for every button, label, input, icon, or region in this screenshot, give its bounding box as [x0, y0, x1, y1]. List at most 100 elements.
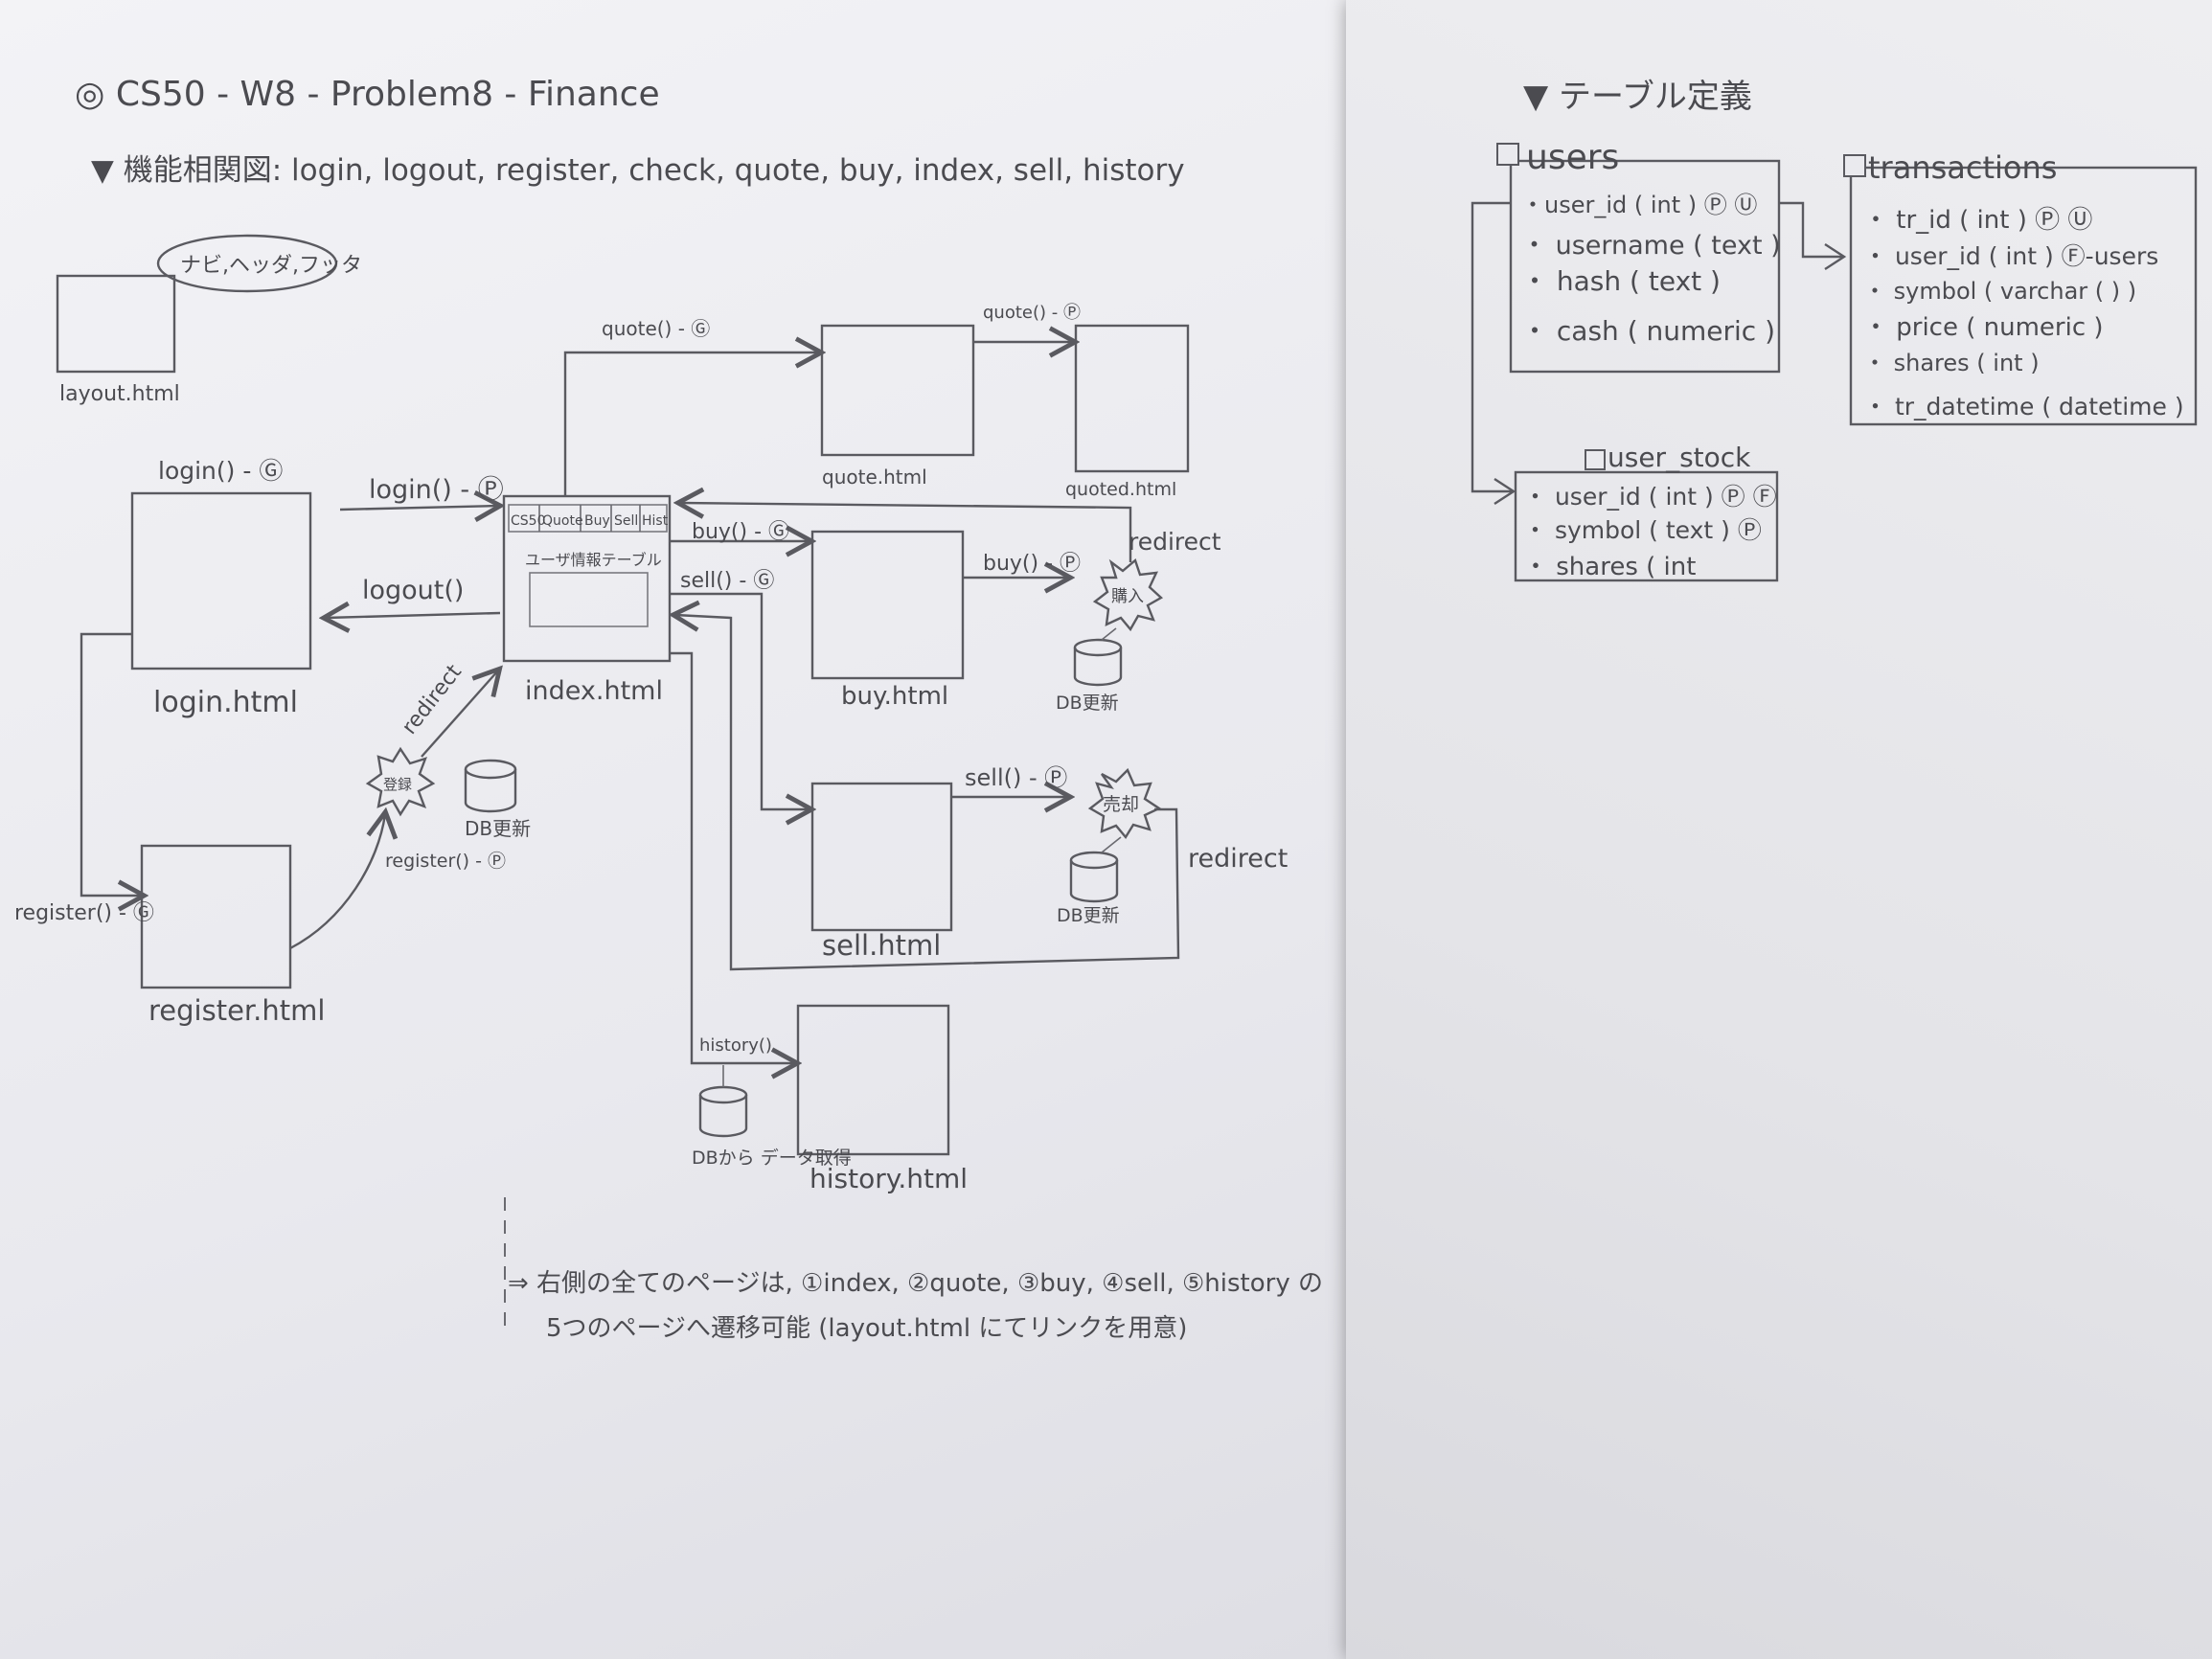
quoted-page-box: [1074, 324, 1190, 473]
sell-page-label: sell.html: [822, 929, 941, 962]
index-table-label: ユーザ情報テーブル: [525, 551, 662, 569]
sell-burst: [1087, 767, 1162, 840]
users-table-box: [1509, 159, 1781, 374]
buy-db-cylinder: [1073, 638, 1123, 687]
db-top: [698, 1085, 748, 1104]
index-page-label: index.html: [525, 676, 663, 706]
route-history: history(): [699, 1035, 772, 1056]
index-page-box: [502, 494, 672, 663]
footnote-line-2: 5つのページへ遷移可能 (layout.html にてリンクを用意): [546, 1314, 1187, 1343]
layout-page-label: layout.html: [59, 382, 180, 406]
logout-arrow: [326, 613, 501, 618]
users-field: ・user_id ( int ) Ⓟ Ⓤ: [1521, 192, 1757, 218]
route-register-get: register() - Ⓖ: [14, 901, 154, 925]
layout-page-box: [56, 274, 176, 374]
history-db-label: DBから データ取得: [692, 1148, 852, 1169]
user-stock-table-box: [1514, 470, 1779, 582]
sell-page-box: [810, 782, 953, 932]
nav-item-history: Hist: [642, 513, 669, 529]
route-sell-post: sell() - Ⓟ: [965, 764, 1067, 791]
quote-page-label: quote.html: [822, 466, 927, 489]
transactions-table-box: [1849, 166, 2198, 426]
nav-item-cs50: CS50: [511, 513, 545, 529]
user-stock-field: ・ user_id ( int ) Ⓟ Ⓕ: [1523, 483, 1777, 511]
index-nav-frame: [508, 504, 668, 533]
register-redirect-arrow: [421, 670, 498, 758]
quote-page-box: [820, 324, 975, 457]
history-page-label: history.html: [810, 1163, 968, 1194]
buy-page-label: buy.html: [841, 682, 948, 711]
users-table-icon: [1496, 143, 1519, 166]
user-stock-table-name: user_stock: [1608, 442, 1751, 473]
sell-db-connector: [1101, 836, 1122, 853]
layout-note-bubble: [156, 234, 338, 293]
route-quote-post: quote() - Ⓟ: [983, 303, 1081, 323]
db-top: [1069, 851, 1119, 870]
sheet-subtitle: ▼ 機能相関図: login, logout, register, check,…: [91, 153, 1185, 188]
login-page-label: login.html: [153, 686, 298, 719]
route-login-post: login() - Ⓟ: [369, 475, 504, 505]
transactions-field: ・ symbol ( varchar ( ) ): [1863, 278, 2136, 305]
user-stock-field: ・ shares ( int: [1523, 553, 1696, 581]
route-logout: logout(): [362, 576, 464, 605]
sell-db-cylinder: [1069, 851, 1119, 903]
register-post-arrow: [289, 814, 385, 950]
transactions-field: ・ shares ( int ): [1863, 350, 2040, 376]
db-body: [698, 1095, 748, 1138]
users-userstock-relation: [1471, 201, 1514, 493]
sell-redirect-label: redirect: [1188, 844, 1288, 874]
relation-crowfoot: [1824, 242, 1847, 271]
buy-redirect-arrow: [680, 503, 1132, 562]
login-page-box: [130, 491, 312, 670]
nav-item-quote: Quote: [542, 513, 583, 529]
users-field: ・ cash ( numeric ): [1521, 315, 1775, 347]
buy-db-label: DB更新: [1056, 693, 1119, 714]
route-buy-get: buy() - Ⓖ: [692, 520, 789, 544]
users-field: ・ username ( text ): [1521, 231, 1781, 261]
users-table-name: users: [1526, 138, 1619, 177]
db-body: [1069, 860, 1119, 903]
register-burst-text: 登録: [383, 776, 412, 793]
register-page-label: register.html: [148, 994, 325, 1027]
sell-db-label: DB更新: [1057, 905, 1120, 926]
history-db-cylinder: [698, 1085, 748, 1138]
db-body: [1073, 648, 1123, 687]
users-transactions-relation: [1779, 201, 1844, 259]
register-db-cylinder: [464, 759, 517, 813]
user-stock-field: ・ symbol ( text ) Ⓟ: [1523, 516, 1762, 544]
buy-burst-text: 購入: [1111, 587, 1144, 606]
buy-redirect-label: redirect: [1129, 528, 1221, 556]
transactions-field: ・ user_id ( int ) Ⓕ-users: [1863, 242, 2158, 270]
route-register-post: register() - Ⓟ: [385, 851, 506, 872]
sell-redirect-arrow: [675, 615, 1180, 971]
buy-db-connector: [1101, 627, 1117, 641]
route-quote-get: quote() - Ⓖ: [602, 317, 710, 340]
tables-heading: ▼ テーブル定義: [1523, 78, 1752, 116]
index-nav-bar: CS50 Quote Buy Sell Hist: [508, 504, 669, 533]
transactions-table-name: transactions: [1868, 149, 2057, 186]
layout-note-text: ナビ,ヘッダ,フッタ: [180, 254, 362, 278]
users-field: ・ hash ( text ): [1521, 265, 1721, 297]
quoted-page-label: quoted.html: [1065, 479, 1176, 500]
quote-get-arrow: [563, 352, 819, 496]
index-user-table: [529, 572, 649, 627]
transactions-field: ・ tr_id ( int ) Ⓟ Ⓤ: [1863, 206, 2092, 235]
user-stock-table-icon: [1585, 449, 1606, 470]
register-db-label: DB更新: [465, 817, 531, 840]
register-link-arrow: [80, 632, 142, 896]
register-burst: [365, 746, 436, 817]
register-redirect-label: redirect: [398, 660, 467, 739]
history-arrow: [671, 651, 795, 1063]
transactions-field: ・ tr_datetime ( datetime ): [1863, 393, 2184, 420]
login-post-arrow: [339, 506, 498, 510]
route-buy-post: buy() - Ⓟ: [983, 552, 1081, 576]
transactions-field: ・ price ( numeric ): [1863, 313, 2104, 342]
nav-item-buy: Buy: [584, 513, 610, 529]
route-login-get: login() - Ⓖ: [158, 457, 283, 485]
db-top: [1073, 638, 1123, 657]
relation-crowfoot: [1494, 477, 1516, 506]
transactions-table-icon: [1843, 154, 1866, 177]
nav-item-sell: Sell: [614, 513, 638, 529]
